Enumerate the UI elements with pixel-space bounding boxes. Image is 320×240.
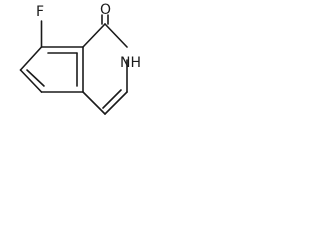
bond-c6-c7 [19, 46, 43, 71]
bond-c3-c4 [104, 91, 128, 115]
nitrogen-h-label: NH [120, 55, 141, 71]
fluorine-label: F [36, 4, 44, 20]
isoquinolinone-structure: F O NH [19, 2, 141, 115]
bond-c4-c4a [82, 91, 106, 115]
bond-c3-c4-double [102, 89, 122, 109]
bond-c1-n2 [104, 23, 128, 48]
bond-c8a-c1 [82, 23, 106, 48]
oxygen-label: O [100, 2, 111, 18]
bond-c5-c6-inner-double [26, 69, 45, 87]
bond-c5-c6 [19, 69, 43, 93]
